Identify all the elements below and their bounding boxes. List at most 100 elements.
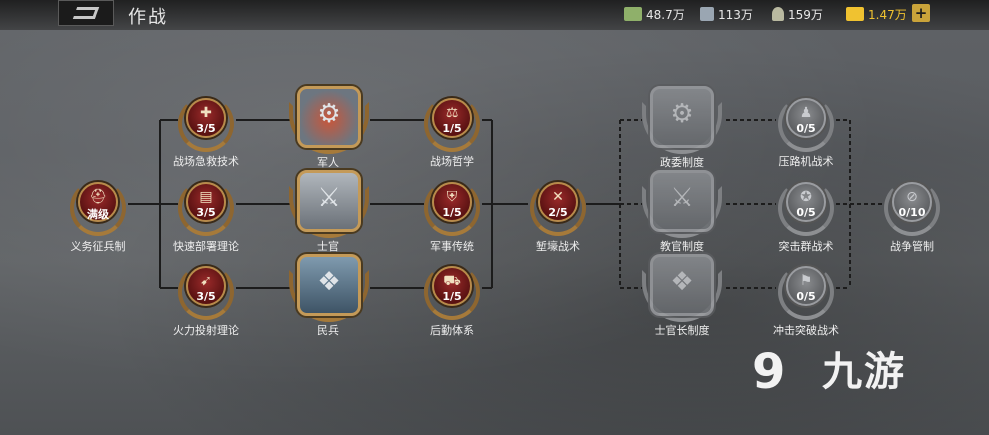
skill-level: 3/5 xyxy=(196,122,216,135)
branch-officer[interactable]: ⚔ xyxy=(287,166,371,242)
skill-level: 3/5 xyxy=(196,290,216,303)
officer-emblem-icon: ⚔ xyxy=(317,183,341,213)
skill-label: 火力投射理论 xyxy=(173,324,239,337)
shield xyxy=(650,254,714,316)
steel-icon xyxy=(700,7,714,21)
skill-level: 2/5 xyxy=(548,206,568,219)
soldier-emblem-icon: ⚙ xyxy=(317,99,341,129)
skill-level: 1/5 xyxy=(442,122,462,135)
skill-level: 0/10 xyxy=(898,206,926,219)
branch-label: 军人 xyxy=(317,156,339,169)
skill-label: 义务征兵制 xyxy=(70,240,126,253)
medal xyxy=(432,266,472,306)
wreath xyxy=(424,96,480,152)
skill-level: 3/5 xyxy=(196,206,216,219)
branch-soldier[interactable]: ⚙ xyxy=(287,82,371,158)
medal xyxy=(186,266,226,306)
medal xyxy=(538,182,578,222)
wreath xyxy=(178,180,234,236)
breakthrough-icon: ⚑ xyxy=(799,273,813,289)
sergeant-emblem-icon: ❖ xyxy=(670,267,694,297)
skill-label: 军事传统 xyxy=(430,240,474,253)
resource-cash: 48.7万 xyxy=(624,5,685,23)
back-button[interactable] xyxy=(58,0,114,26)
branch-label: 民兵 xyxy=(317,324,339,337)
skill-philosophy[interactable]: ⚖ 1/5 xyxy=(422,94,482,154)
skill-label: 突击群战术 xyxy=(778,240,834,253)
skill-rapid-deploy[interactable]: ▤ 3/5 xyxy=(176,178,236,238)
skill-label: 快速部署理论 xyxy=(173,240,239,253)
add-gold-button[interactable]: + xyxy=(912,4,930,22)
skill-level: 满级 xyxy=(87,208,109,221)
truck-icon: ⛟ xyxy=(443,273,461,289)
resource-oil: 159万 xyxy=(772,5,823,23)
assault-icon: ✪ xyxy=(800,189,812,205)
branch-label: 士官 xyxy=(317,240,339,253)
watermark-logo-icon: 9 xyxy=(752,344,786,400)
shield-crest-icon: ⛨ xyxy=(446,189,458,205)
skill-label: 堑壕战术 xyxy=(536,240,580,253)
barbed-wire-icon: ✕ xyxy=(552,189,564,205)
oil-value: 159万 xyxy=(788,7,823,22)
helmet-icon: ⛑ xyxy=(89,189,107,205)
skill-first-aid[interactable]: ✚ 3/5 xyxy=(176,94,236,154)
cash-icon xyxy=(624,7,642,21)
scales-icon: ⚖ xyxy=(445,105,459,121)
medal xyxy=(892,182,932,222)
medal xyxy=(432,182,472,222)
infantry-icon: ♟ xyxy=(799,105,813,121)
wreath xyxy=(424,180,480,236)
skill-logistics[interactable]: ⛟ 1/5 xyxy=(422,262,482,322)
skill-war-control[interactable]: ⊘ 0/10 xyxy=(882,178,942,238)
shield xyxy=(650,170,714,232)
watermark-text: 九游 xyxy=(822,349,906,395)
wreath xyxy=(178,264,234,320)
skill-trench[interactable]: ✕ 2/5 xyxy=(528,178,588,238)
wreath xyxy=(70,180,126,236)
skill-label: 冲击突破战术 xyxy=(773,324,839,337)
skill-level: 0/5 xyxy=(796,206,816,219)
skill-label: 战场急救技术 xyxy=(173,155,239,168)
instructor-emblem-icon: ⚔ xyxy=(670,183,694,213)
skill-breakthrough[interactable]: ⚑ 0/5 xyxy=(776,262,836,322)
militia-emblem-icon: ❖ xyxy=(317,267,341,297)
shield xyxy=(297,254,361,316)
wreath xyxy=(778,264,834,320)
gold-icon xyxy=(846,7,864,21)
branch-label: 政委制度 xyxy=(660,156,704,169)
branch-label: 士官长制度 xyxy=(654,324,710,337)
skill-assault-group[interactable]: ✪ 0/5 xyxy=(776,178,836,238)
branch-instructor[interactable]: ⚔ xyxy=(640,166,724,242)
branch-label: 教官制度 xyxy=(660,240,704,253)
shield xyxy=(297,170,361,232)
wreath xyxy=(778,180,834,236)
skill-label: 压路机战术 xyxy=(778,155,834,168)
wreath xyxy=(778,96,834,152)
wreath xyxy=(178,96,234,152)
wreath xyxy=(424,264,480,320)
medal xyxy=(78,182,118,222)
skill-conscription[interactable]: ⛑ 满级 xyxy=(68,178,128,238)
medal xyxy=(786,98,826,138)
branch-commissar[interactable]: ⚙ xyxy=(640,82,724,158)
skill-label: 战争管制 xyxy=(890,240,934,253)
shield xyxy=(297,86,361,148)
resource-gold: 1.47万 xyxy=(846,5,907,23)
cash-value: 48.7万 xyxy=(646,7,685,22)
skill-label: 后勤体系 xyxy=(430,324,474,337)
artillery-icon: ➹ xyxy=(200,273,212,289)
skill-fire-projection[interactable]: ➹ 3/5 xyxy=(176,262,236,322)
branch-militia[interactable]: ❖ xyxy=(287,250,371,326)
skill-level: 0/5 xyxy=(796,122,816,135)
medkit-icon: ✚ xyxy=(200,105,212,121)
skill-steamroller[interactable]: ♟ 0/5 xyxy=(776,94,836,154)
steel-value: 113万 xyxy=(718,7,753,22)
wreath xyxy=(884,180,940,236)
skill-level: 1/5 xyxy=(442,290,462,303)
skill-tradition[interactable]: ⛨ 1/5 xyxy=(422,178,482,238)
wreath xyxy=(530,180,586,236)
medal xyxy=(186,98,226,138)
medal xyxy=(186,182,226,222)
branch-sergeant-system[interactable]: ❖ xyxy=(640,250,724,326)
